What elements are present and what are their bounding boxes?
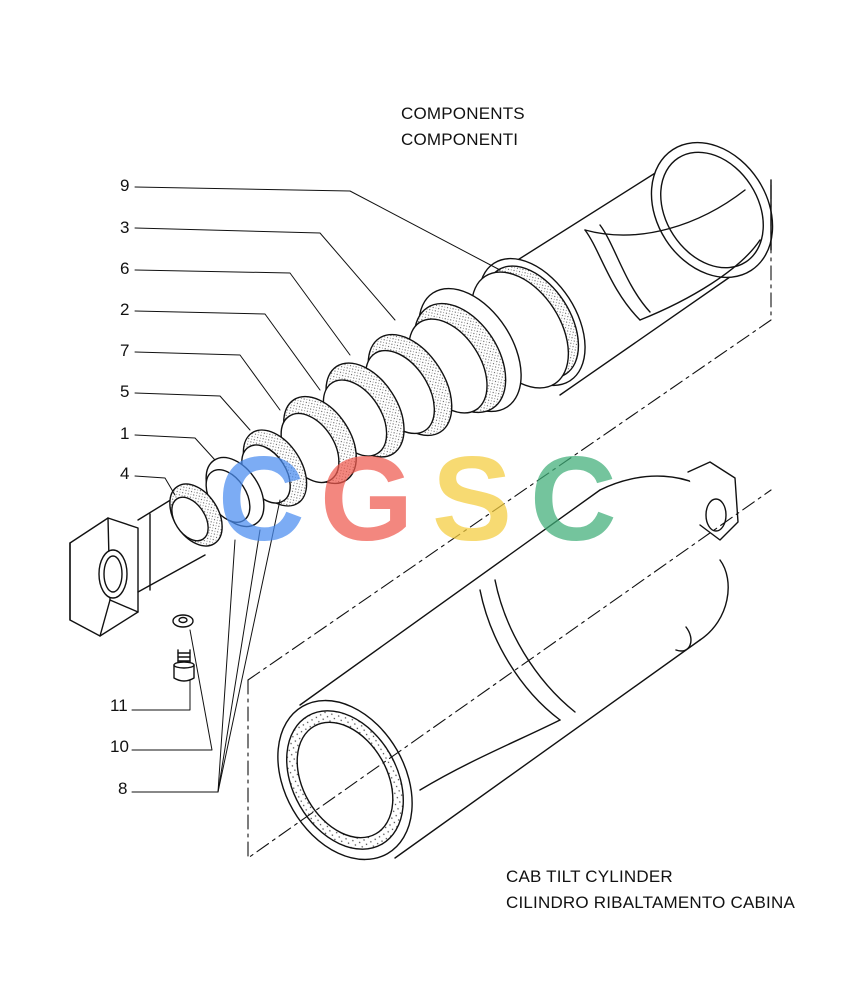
callout-2: 2 — [120, 300, 130, 319]
watermark-letter-s: S — [432, 432, 512, 566]
callout-9: 9 — [120, 176, 130, 195]
callout-6: 6 — [120, 259, 130, 278]
callout-11: 11 — [110, 696, 128, 715]
watermark-letter-c1: C — [218, 432, 305, 566]
callout-5: 5 — [120, 382, 130, 401]
watermark-letter-c2: C — [530, 432, 617, 566]
caption-line-it: CILINDRO RIBALTAMENTO CABINA — [506, 893, 795, 912]
caption-line-en: CAB TILT CYLINDER — [506, 867, 673, 886]
leader-lines — [131, 186, 501, 793]
washer-10 — [172, 614, 194, 628]
callout-1: 1 — [120, 424, 130, 443]
piston-rod-eye — [69, 517, 139, 637]
cylinder-eye-lower — [687, 461, 739, 541]
watermark-letter-g: G — [320, 432, 413, 566]
header-line-it: COMPONENTI — [401, 130, 519, 149]
watermark-logo: C G S C — [218, 432, 617, 566]
header: COMPONENTS COMPONENTI — [401, 101, 525, 153]
footer-caption: CAB TILT CYLINDER CILINDRO RIBALTAMENTO … — [506, 864, 795, 916]
callout-10: 10 — [110, 737, 129, 756]
callout-4: 4 — [120, 464, 130, 483]
header-line-en: COMPONENTS — [401, 104, 525, 123]
callout-3: 3 — [120, 218, 130, 237]
assembly-boundary-line — [247, 179, 772, 859]
callout-7: 7 — [120, 341, 130, 360]
callout-8: 8 — [118, 779, 128, 798]
seal-rings — [169, 257, 586, 547]
cylinder-barrel-upper — [504, 141, 774, 396]
cylinder-body-lower — [277, 475, 729, 861]
screw-11 — [173, 649, 195, 682]
